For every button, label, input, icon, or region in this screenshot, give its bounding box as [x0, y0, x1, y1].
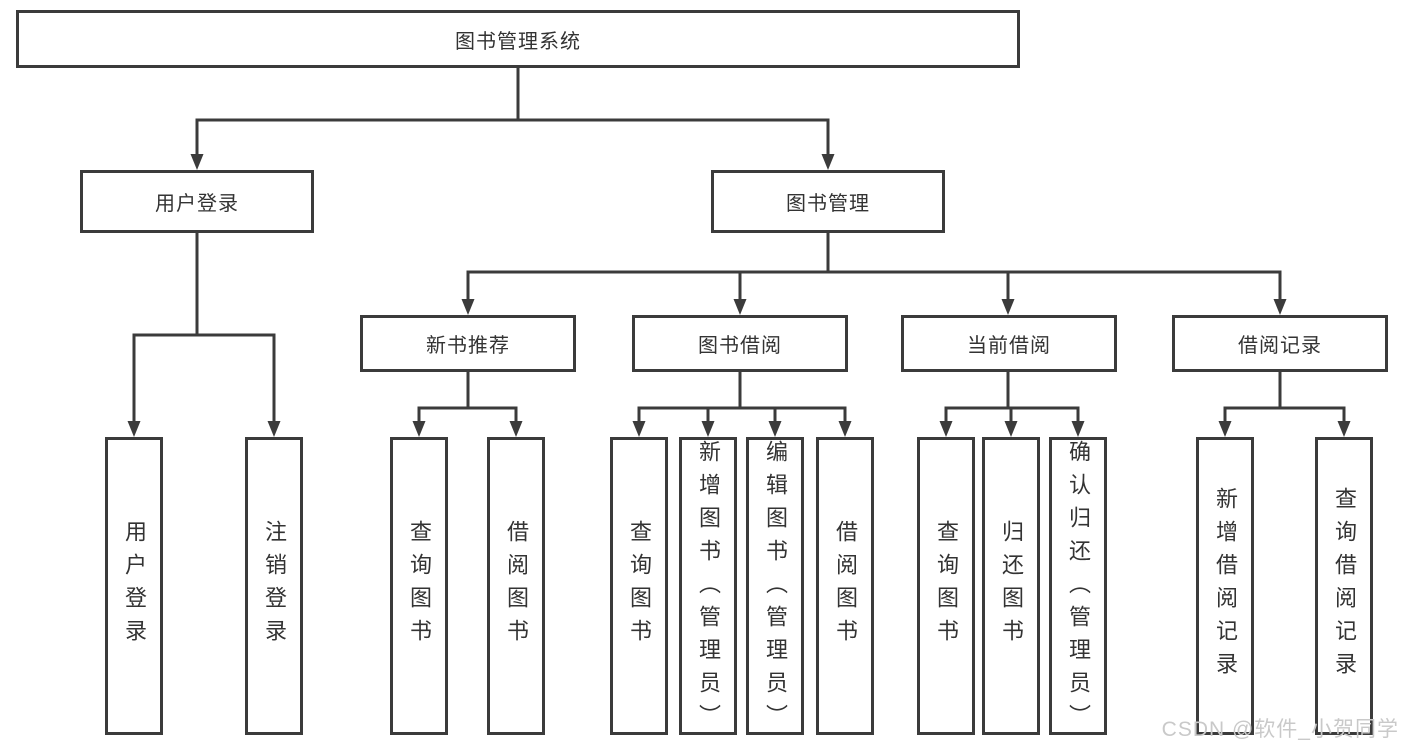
node-new-book-recommend: 新书推荐 — [360, 315, 576, 372]
node-book-borrowing: 图书借阅 — [632, 315, 848, 372]
node-borrowing-records: 借阅记录 — [1172, 315, 1388, 372]
leaf-search-borrow-record: 查询借阅记录 — [1315, 437, 1373, 735]
leaf-search-books-current: 查询图书 — [917, 437, 975, 735]
csdn-watermark: CSDN @软件_小贺同学 — [1161, 718, 1399, 741]
leaf-borrow-books-borrowing: 借阅图书 — [816, 437, 874, 735]
leaf-logout: 注销登录 — [245, 437, 303, 735]
arrowheads — [127, 154, 1351, 437]
node-book-management: 图书管理 — [711, 170, 945, 233]
leaf-edit-books-admin: 编辑图书（管理员） — [746, 437, 804, 737]
node-current-borrowing: 当前借阅 — [901, 315, 1117, 372]
leaf-return-books: 归还图书 — [982, 437, 1040, 735]
leaf-add-books-admin: 新增图书（管理员） — [679, 437, 737, 737]
leaf-user-login: 用户登录 — [105, 437, 163, 735]
leaf-search-books-recommend: 查询图书 — [390, 437, 448, 735]
node-library-system: 图书管理系统 — [16, 10, 1020, 68]
leaf-search-books-borrowing: 查询图书 — [610, 437, 668, 735]
leaf-borrow-books-recommend: 借阅图书 — [487, 437, 545, 735]
leaf-add-borrow-record: 新增借阅记录 — [1196, 437, 1254, 735]
leaf-confirm-return-admin: 确认归还（管理员） — [1049, 437, 1107, 737]
node-user-login: 用户登录 — [80, 170, 314, 233]
